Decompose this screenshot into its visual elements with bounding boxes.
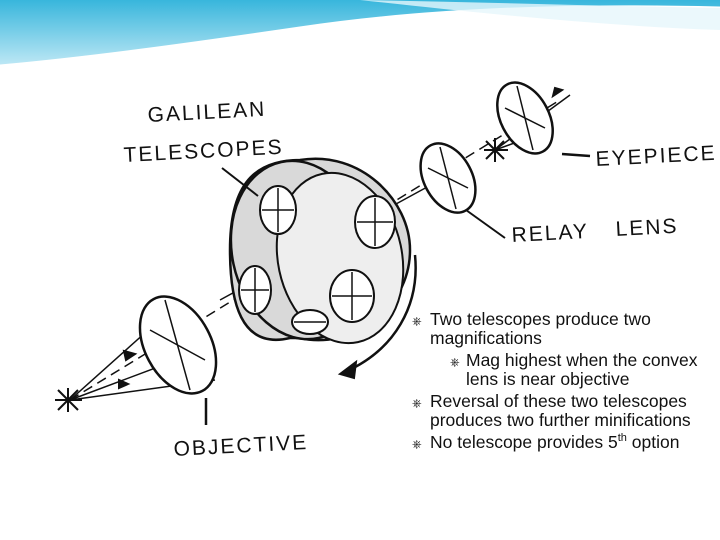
bullet-icon: ⎈ bbox=[450, 355, 460, 369]
bullet-icon: ⎈ bbox=[412, 437, 422, 451]
label-telescopes: TELESCOPES bbox=[123, 136, 284, 167]
bullet-superscript: th bbox=[617, 432, 627, 445]
galilean-telescope-diagram: GALILEAN TELESCOPES EYEPIECE RELAY LENS … bbox=[55, 81, 717, 461]
bullet-icon: ⎈ bbox=[412, 396, 422, 410]
bullet-list: ⎈ Two telescopes produce two magnificati… bbox=[410, 310, 715, 452]
bullet-icon: ⎈ bbox=[412, 314, 422, 328]
bullet-text-tail: option bbox=[626, 432, 680, 452]
bullet-text: Reversal of these two telescopes produce… bbox=[430, 391, 691, 430]
bullet-item: ⎈ Two telescopes produce two magnificati… bbox=[410, 310, 715, 347]
bullet-item: ⎈ No telescope provides 5th option bbox=[410, 433, 715, 452]
label-lens: LENS bbox=[615, 215, 679, 241]
bullet-item: ⎈ Reversal of these two telescopes produ… bbox=[410, 392, 715, 429]
label-relay: RELAY bbox=[511, 220, 589, 247]
bullet-text: Two telescopes produce two magnification… bbox=[430, 309, 651, 348]
label-objective: OBJECTIVE bbox=[173, 431, 309, 461]
label-galilean: GALILEAN bbox=[147, 98, 267, 127]
bullet-text: No telescope provides 5 bbox=[430, 432, 618, 452]
label-eyepiece: EYEPIECE bbox=[595, 142, 717, 171]
bullet-subitem: ⎈ Mag highest when the convex lens is ne… bbox=[410, 351, 715, 388]
bullet-text: Mag highest when the convex lens is near… bbox=[466, 350, 698, 389]
header-wave-decoration bbox=[0, 0, 720, 68]
